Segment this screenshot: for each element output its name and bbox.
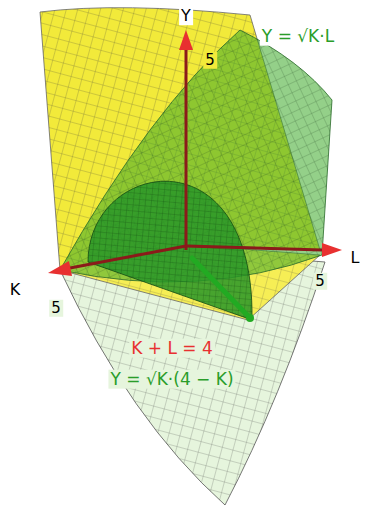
optimum-stick bbox=[192, 258, 254, 322]
axis-label: 5 bbox=[203, 52, 217, 69]
formula-label: Y = √K·L bbox=[260, 27, 336, 46]
formula-label: Y = √K·(4 − K) bbox=[108, 370, 235, 389]
axis-label: Y bbox=[179, 7, 193, 25]
axis-label: 5 bbox=[313, 273, 327, 290]
axis-label: K bbox=[8, 281, 23, 299]
axis-label: 5 bbox=[49, 300, 63, 317]
axes bbox=[48, 30, 342, 276]
constraint-dome bbox=[88, 181, 252, 320]
constraint-label: K + L = 4 bbox=[129, 339, 215, 358]
axis-label: L bbox=[349, 249, 362, 267]
